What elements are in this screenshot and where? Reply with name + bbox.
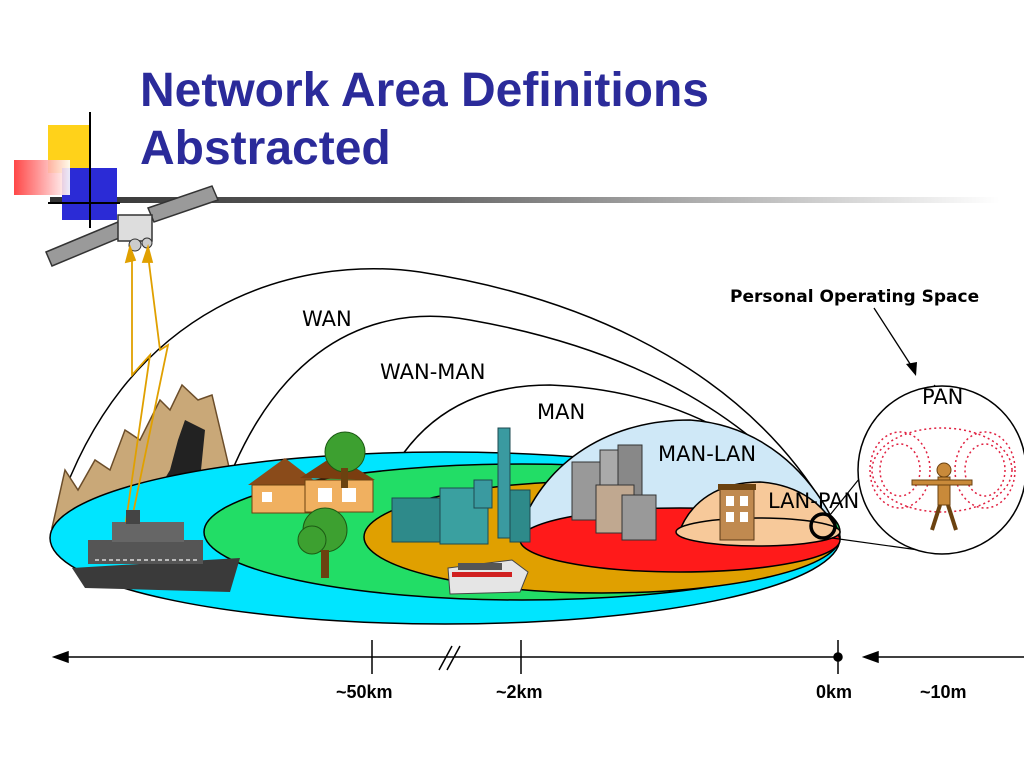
distance-axis	[51, 640, 1024, 674]
man-lan-label: MAN-LAN	[658, 442, 756, 466]
man-label: MAN	[537, 400, 585, 424]
axis-label-50km: ~50km	[336, 682, 393, 702]
wan-label: WAN	[302, 307, 352, 331]
personal-operating-space-label: Personal Operating Space	[730, 287, 979, 307]
tree-icon	[297, 431, 366, 578]
small-building-icon	[718, 484, 756, 541]
signal-field-icon	[869, 427, 1016, 513]
callout-arrow	[873, 307, 917, 376]
lan-pan-label: LAN-PAN	[768, 489, 859, 513]
pan-label: PAN	[922, 385, 963, 409]
lan-pan-circle	[809, 512, 837, 540]
lan-zone	[675, 517, 841, 547]
satellite-beams	[124, 243, 170, 529]
train-icon	[447, 559, 529, 595]
page-title: Network Area Definitions Abstracted	[140, 62, 709, 178]
title-divider	[50, 197, 1000, 203]
wan-arc	[51, 268, 839, 531]
wan-man-label: WAN-MAN	[380, 360, 485, 384]
office-buildings-icon	[571, 444, 657, 541]
title-line-2: Abstracted	[140, 122, 391, 175]
pan-bubble	[857, 385, 1024, 555]
axis-label-2km: ~2km	[496, 682, 543, 702]
ship-icon	[72, 510, 240, 592]
person-icon	[911, 462, 973, 531]
factory-icon	[391, 427, 531, 545]
axis-label-10m: ~10m	[920, 682, 967, 702]
satellite-icon	[45, 185, 220, 267]
logo-squares-icon	[14, 112, 120, 228]
title-line-1: Network Area Definitions	[140, 64, 709, 117]
axis-label-0km: 0km	[816, 682, 852, 702]
